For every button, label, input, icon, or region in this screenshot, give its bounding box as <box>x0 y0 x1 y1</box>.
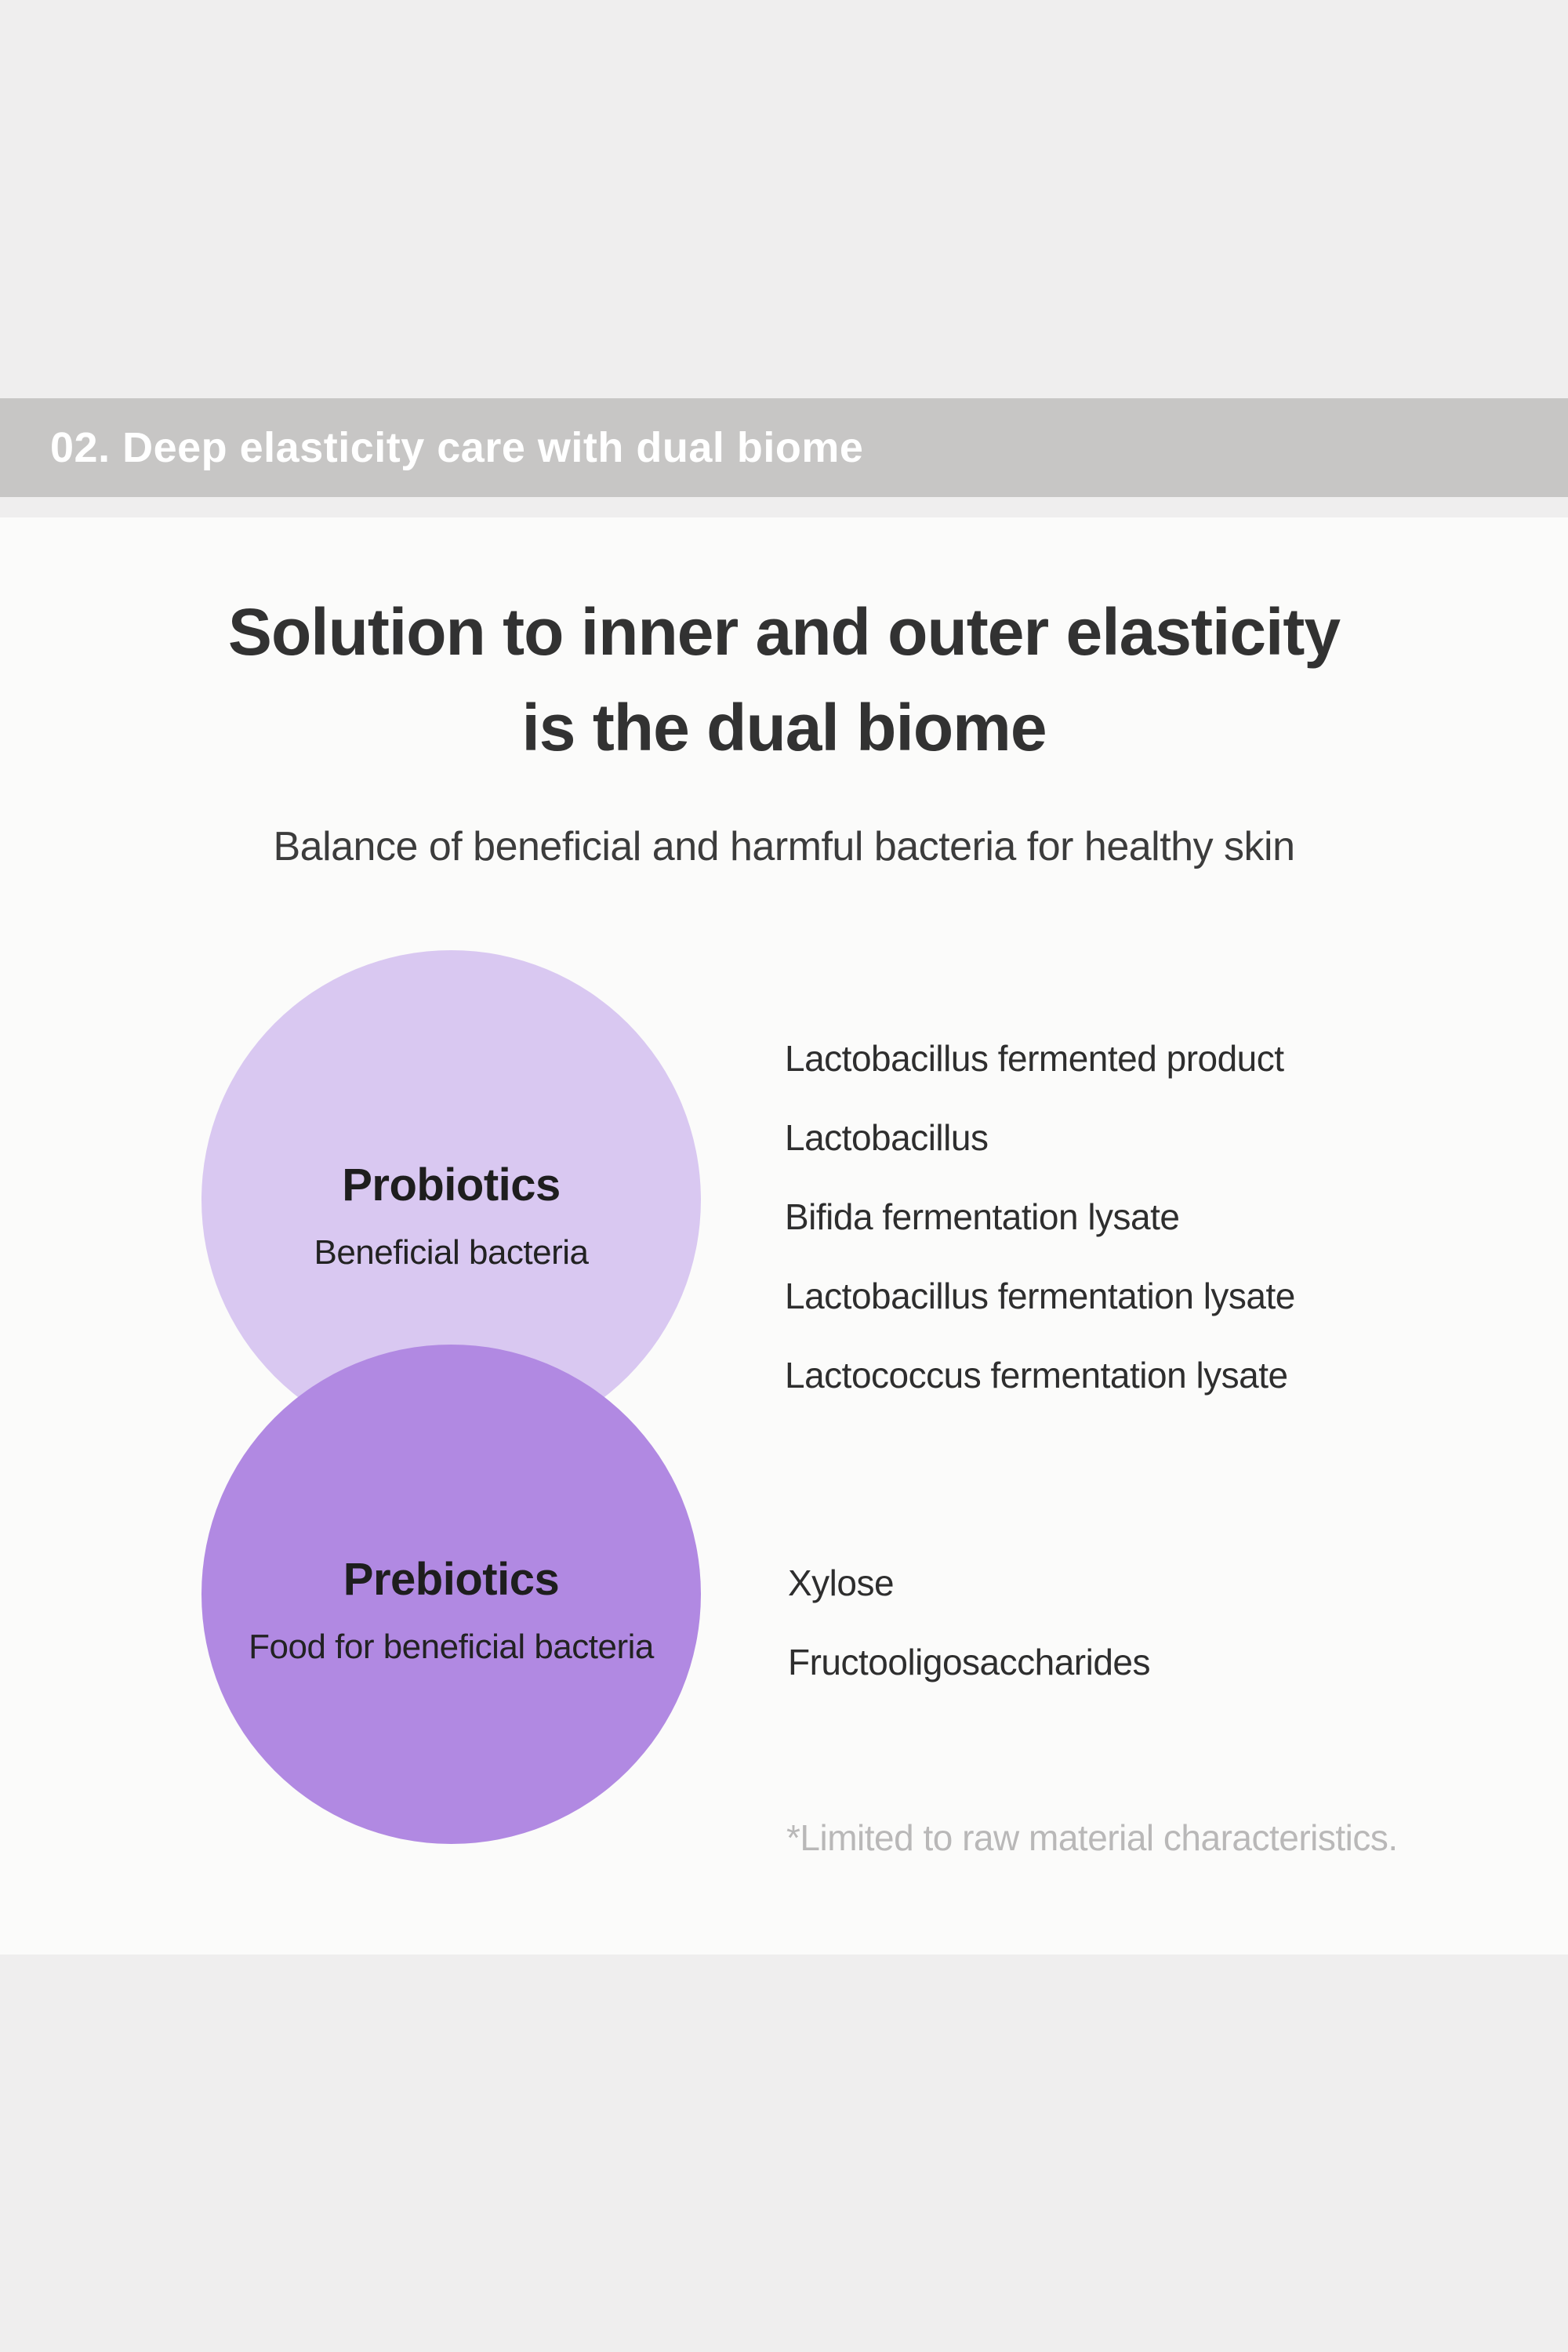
list-item: Lactobacillus fermented product <box>785 1038 1284 1079</box>
page-title: Solution to inner and outer elasticity i… <box>0 584 1568 775</box>
list-item: Bifida fermentation lysate <box>785 1196 1180 1237</box>
list-item: Lactobacillus fermentation lysate <box>785 1276 1295 1316</box>
prebiotics-circle: Prebiotics Food for beneficial bacteria <box>201 1345 701 1844</box>
list-item: Xylose <box>788 1563 895 1603</box>
list-item: Fructooligosaccharides <box>788 1642 1151 1682</box>
content-card: Solution to inner and outer elasticity i… <box>0 517 1568 1955</box>
prebiotics-title: Prebiotics <box>343 1554 560 1605</box>
list-item: Lactobacillus <box>785 1117 989 1158</box>
section-banner-label: 02. Deep elasticity care with dual biome <box>50 424 864 471</box>
page-title-line1: Solution to inner and outer elasticity <box>227 595 1341 669</box>
footnote: *Limited to raw material characteristics… <box>786 1817 1398 1858</box>
section-banner: 02. Deep elasticity care with dual biome <box>0 398 1568 497</box>
probiotics-title: Probiotics <box>342 1160 561 1210</box>
page-subtitle: Balance of beneficial and harmful bacter… <box>273 824 1295 869</box>
list-item: Lactococcus fermentation lysate <box>785 1355 1288 1396</box>
page-title-line2: is the dual biome <box>521 691 1047 764</box>
probiotics-ingredient-list: Lactobacillus fermented product Lactobac… <box>785 1040 1295 1393</box>
prebiotics-subtitle: Food for beneficial bacteria <box>249 1628 654 1666</box>
prebiotics-ingredient-list: Xylose Fructooligosaccharides <box>788 1563 1151 1682</box>
probiotics-subtitle: Beneficial bacteria <box>314 1233 589 1272</box>
